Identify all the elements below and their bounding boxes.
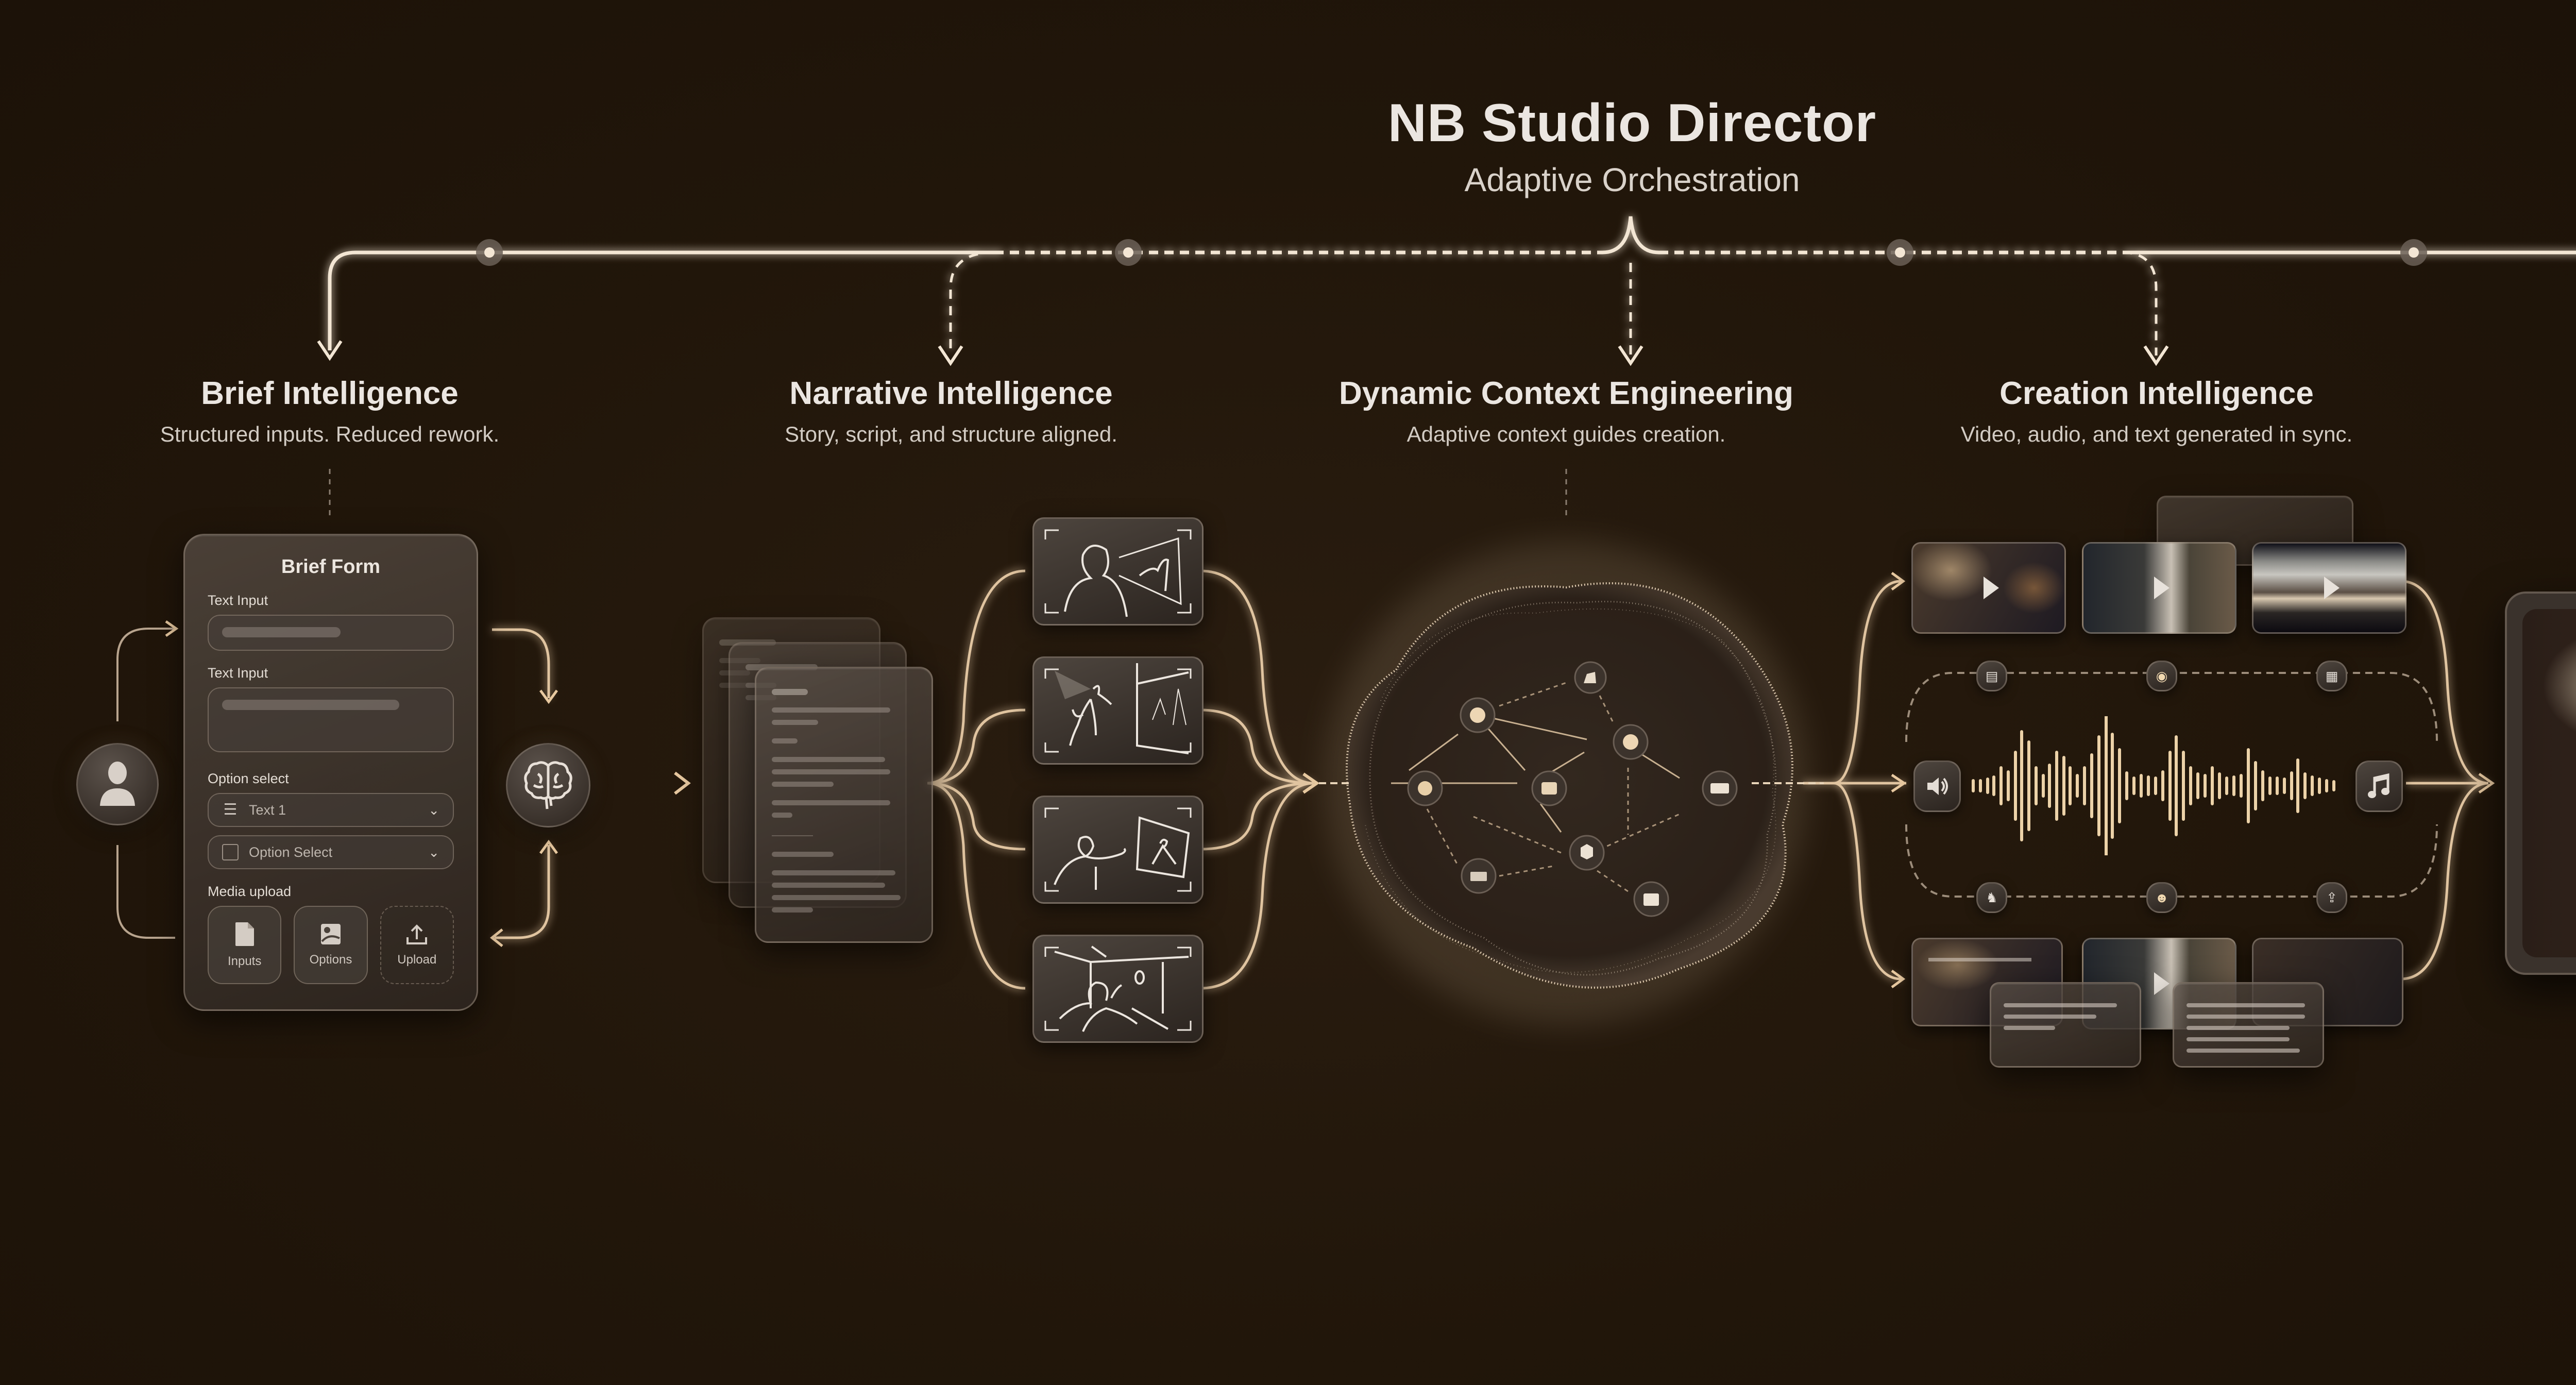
play-icon — [2154, 972, 2170, 995]
brief-form: Brief Form Text Input Text Input Option … — [183, 534, 478, 1011]
stage-subtitle: Structured inputs. Reduced rework. — [160, 422, 500, 446]
storyboard-frame-4[interactable] — [1032, 935, 1204, 1043]
inputs-tile[interactable]: Inputs — [208, 906, 282, 984]
face-sync-icon: ☻ — [2146, 882, 2177, 913]
user-avatar[interactable] — [76, 743, 159, 825]
upload-icon — [406, 924, 428, 944]
video-clip-2[interactable] — [2082, 542, 2236, 634]
stage-title: Narrative Intelligence — [789, 376, 1113, 411]
option-select-dropdown-1[interactable]: ☰ Text 1 ⌄ — [208, 793, 454, 827]
storyboard-sketch-icon — [1044, 529, 1192, 617]
brain-icon — [524, 761, 572, 809]
play-icon — [1984, 577, 1999, 599]
video-clip-1[interactable] — [1911, 542, 2066, 634]
page-title: NB Studio Director — [1387, 93, 1877, 153]
tile-label: Upload — [397, 953, 437, 967]
export-sync-icon: ⇪ — [2316, 882, 2347, 913]
play-icon — [2154, 577, 2170, 599]
storyboard-frame-2[interactable] — [1032, 656, 1204, 765]
grid-sync-icon: ▦ — [2316, 661, 2347, 691]
graph-nodes — [1407, 661, 1738, 917]
eye-sync-icon: ◉ — [2146, 661, 2177, 691]
textarea-field[interactable] — [208, 687, 454, 752]
file-icon — [235, 922, 254, 946]
upload-tile[interactable]: Upload — [380, 906, 454, 984]
stage-creation-intelligence: Creation Intelligence Video, audio, and … — [1873, 375, 2440, 447]
stage-subtitle: Video, audio, and text generated in sync… — [1960, 422, 2353, 446]
chevron-down-icon: ⌄ — [428, 802, 439, 818]
character-sync-icon: ♞ — [1976, 882, 2007, 913]
music-button[interactable] — [2355, 761, 2403, 812]
chevron-down-icon: ⌄ — [428, 844, 439, 860]
storyboard-sketch-icon — [1044, 663, 1192, 754]
speaker-icon — [1927, 778, 1948, 795]
tile-label: Inputs — [227, 954, 262, 968]
music-note-icon — [2368, 773, 2389, 798]
stage-dynamic-context-engineering: Dynamic Context Engineering Adaptive con… — [1283, 375, 1850, 447]
list-icon: ☰ — [223, 801, 238, 818]
user-icon — [100, 762, 135, 806]
option-select-label: Option select — [208, 771, 289, 786]
stage-title: Brief Intelligence — [201, 376, 459, 411]
video-clip-3[interactable] — [2252, 542, 2406, 634]
caption-sync-icon: ▤ — [1976, 661, 2007, 691]
context-sphere — [1319, 536, 1824, 1031]
caption-card-4[interactable] — [1990, 982, 2141, 1068]
output-video-player[interactable] — [2505, 592, 2576, 975]
image-icon — [320, 924, 341, 944]
select-value: Option Select — [249, 844, 333, 860]
media-upload-tiles: Inputs Options Upload — [208, 906, 454, 984]
select-value: Text 1 — [249, 802, 286, 818]
option-select-dropdown-2[interactable]: Option Select ⌄ — [208, 835, 454, 869]
audio-waveform — [1972, 716, 2335, 855]
tile-label: Options — [309, 953, 352, 967]
stage-title: Dynamic Context Engineering — [1339, 376, 1793, 411]
brief-form-title: Brief Form — [281, 556, 381, 578]
stage-brief-intelligence: Brief Intelligence Structured inputs. Re… — [46, 375, 613, 447]
options-tile[interactable]: Options — [294, 906, 368, 984]
brain-node[interactable] — [506, 743, 590, 827]
stage-title: Creation Intelligence — [1999, 376, 2314, 411]
video-preview[interactable] — [2522, 609, 2576, 957]
storyboard-frame-3[interactable] — [1032, 796, 1204, 904]
text-input-field[interactable] — [208, 615, 454, 651]
stage-subtitle: Adaptive context guides creation. — [1406, 422, 1726, 446]
particle-sphere-graph — [1319, 582, 1824, 989]
text-input-label: Text Input — [208, 593, 268, 608]
storyboard-frame-1[interactable] — [1032, 517, 1204, 626]
textarea-label: Text Input — [208, 665, 268, 681]
media-upload-label: Media upload — [208, 884, 292, 899]
stage-subtitle: Story, script, and structure aligned. — [785, 422, 1117, 446]
checkbox-icon — [222, 844, 239, 860]
speaker-button[interactable] — [1913, 761, 1961, 812]
page-subtitle: Adaptive Orchestration — [1464, 161, 1800, 198]
play-icon — [2324, 577, 2340, 599]
stage-narrative-intelligence: Narrative Intelligence Story, script, an… — [668, 375, 1234, 447]
script-document-front[interactable] — [755, 667, 933, 943]
caption-card-5[interactable] — [2173, 982, 2324, 1068]
storyboard-sketch-icon — [1044, 945, 1192, 1032]
storyboard-sketch-icon — [1044, 807, 1192, 892]
